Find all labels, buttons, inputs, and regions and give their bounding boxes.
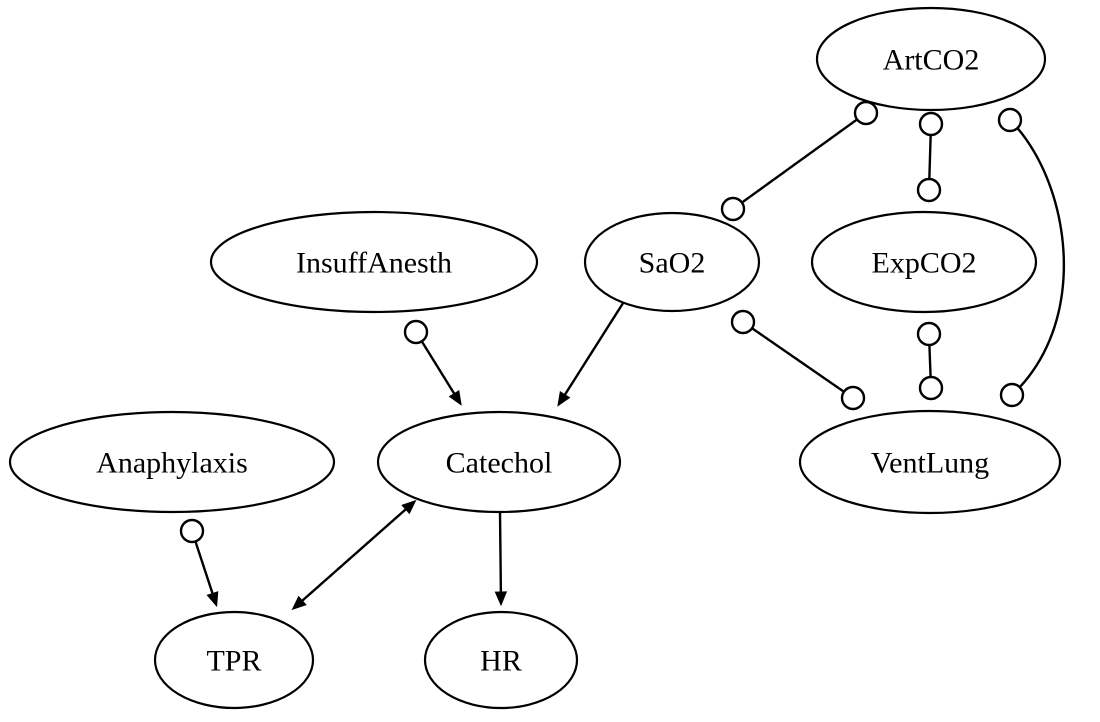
edge-artco2-sao2[interactable] (720, 100, 879, 222)
node-ellipse[interactable] (815, 6, 1047, 112)
edge-line (1016, 127, 1066, 388)
edge-head-circle-marker (999, 382, 1025, 408)
edge-tail-arrowhead (401, 499, 417, 515)
edge-sao2-ventlung[interactable] (730, 309, 866, 411)
node-ellipse[interactable] (209, 210, 539, 314)
node-ellipse[interactable] (583, 211, 761, 313)
edge-line (751, 327, 845, 393)
edge-line (928, 344, 932, 378)
node-ellipse[interactable] (376, 410, 622, 514)
edge-artco2-ventlung[interactable] (997, 107, 1066, 408)
edge-tail-circle-marker (730, 309, 756, 335)
edge-line (194, 541, 214, 594)
edge-head-arrowhead (291, 595, 307, 611)
edge-line (741, 118, 858, 204)
edge-expco2-ventlung[interactable] (916, 321, 944, 401)
edge-insuffanesth-catechol[interactable] (403, 319, 462, 406)
edge-head-circle-marker (916, 177, 942, 203)
edge-line (301, 508, 407, 602)
node-ellipse[interactable] (810, 210, 1038, 314)
edge-anaphylaxis-tpr[interactable] (179, 518, 219, 608)
edge-head-arrowhead (494, 591, 508, 607)
edge-tail-circle-marker (997, 107, 1023, 133)
edge-head-circle-marker (720, 196, 746, 222)
edge-head-circle-marker (840, 385, 866, 411)
node-sao2[interactable]: SaO2 (583, 211, 761, 313)
edge-artco2-expco2[interactable] (916, 111, 944, 203)
node-ellipse[interactable] (153, 610, 315, 710)
node-ellipse[interactable] (798, 409, 1062, 515)
edge-line (420, 340, 456, 395)
node-ellipse[interactable] (8, 410, 336, 514)
node-catechol[interactable]: Catechol (376, 410, 622, 514)
edge-sao2-catechol[interactable] (557, 299, 627, 407)
edge-line (498, 511, 503, 592)
node-anaphylaxis[interactable]: Anaphylaxis (8, 410, 336, 514)
edge-head-arrowhead (206, 591, 219, 608)
edge-head-arrowhead (448, 389, 462, 406)
edge-line (563, 299, 627, 396)
edge-line (928, 134, 932, 180)
node-insuffanesth[interactable]: InsuffAnesth (209, 210, 539, 314)
edge-tail-circle-marker (179, 518, 205, 544)
edge-tail-circle-marker (916, 321, 942, 347)
edge-tail-circle-marker (918, 111, 944, 137)
edge-tail-circle-marker (853, 100, 879, 126)
node-hr[interactable]: HR (423, 610, 579, 710)
node-ventlung[interactable]: VentLung (798, 409, 1062, 515)
edge-head-arrowhead (557, 390, 571, 407)
node-tpr[interactable]: TPR (153, 610, 315, 710)
node-artco2[interactable]: ArtCO2 (815, 6, 1047, 112)
edge-head-circle-marker (918, 375, 944, 401)
edge-tail-circle-marker (403, 319, 429, 345)
node-ellipse[interactable] (423, 610, 579, 710)
node-expco2[interactable]: ExpCO2 (810, 210, 1038, 314)
edges-layer (179, 100, 1066, 611)
edge-catechol-hr[interactable] (494, 511, 508, 607)
edge-catechol-tpr[interactable] (291, 499, 417, 611)
